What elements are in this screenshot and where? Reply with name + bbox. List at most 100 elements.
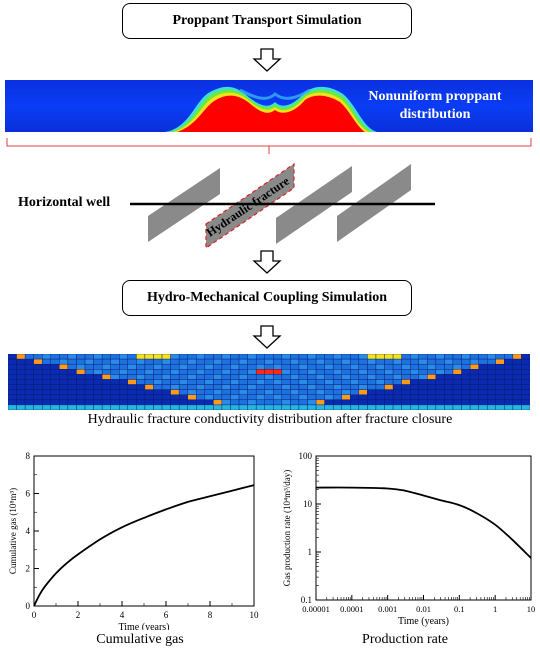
grid-cell <box>84 389 94 395</box>
grid-cell <box>358 358 368 365</box>
grid-cell <box>76 399 86 406</box>
grid-cell <box>401 404 411 410</box>
grid-cell <box>93 354 103 360</box>
grid-cell <box>136 369 146 375</box>
grid-cell <box>16 358 26 365</box>
grid-cell <box>495 384 505 390</box>
grid-cell <box>444 369 454 375</box>
grid-cell <box>136 358 146 365</box>
grid-cell <box>144 358 154 365</box>
grid-cell <box>264 384 274 390</box>
y-tick-label: 6 <box>26 489 31 499</box>
grid-cell <box>367 369 377 375</box>
grid-cell <box>144 404 154 410</box>
grid-cell <box>418 369 428 375</box>
grid-cell <box>204 379 214 385</box>
grid-cell <box>247 384 257 390</box>
grid-cell <box>161 394 171 401</box>
grid-cell <box>93 399 103 406</box>
grid-cell <box>153 399 163 406</box>
grid-cell <box>59 369 69 375</box>
grid-cell <box>8 354 17 360</box>
grid-cell <box>469 354 479 360</box>
grid-cell <box>110 399 120 406</box>
grid-cell <box>24 379 34 385</box>
grid-cell <box>298 404 308 410</box>
grid-cell <box>401 358 411 365</box>
y-axis-label: Cumulative gas (10⁸m³) <box>8 488 18 574</box>
grid-cell <box>478 404 488 410</box>
grid-cell <box>16 369 26 375</box>
grid-cell <box>50 399 60 406</box>
grid-cell <box>281 394 291 401</box>
well-label: Horizontal well <box>18 195 111 210</box>
grid-cell <box>110 354 120 360</box>
grid-cell <box>358 389 368 395</box>
grid-cell <box>452 354 462 360</box>
grid-cell <box>264 369 274 375</box>
x-tick-label: 0.001 <box>378 604 397 614</box>
grid-cell <box>427 399 437 406</box>
grid-cell <box>170 399 180 406</box>
grid-cell <box>8 404 17 410</box>
grid-cell <box>427 374 437 380</box>
grid-cell <box>204 389 214 395</box>
grid-cell <box>76 369 86 375</box>
grid-cell <box>8 379 17 385</box>
grid-cell <box>161 358 171 365</box>
grid-cell <box>504 363 514 370</box>
grid-cell <box>350 358 360 365</box>
grid-cell <box>255 404 265 410</box>
grid-cell <box>24 358 34 365</box>
grid-cell <box>101 374 111 380</box>
grid-cell <box>435 404 445 410</box>
grid-cell <box>33 394 43 401</box>
grid-cell <box>16 354 26 360</box>
grid-cell <box>247 389 257 395</box>
grid-cell <box>435 389 445 395</box>
grid-cell <box>332 374 342 380</box>
grid-cell <box>281 374 291 380</box>
grid-cell <box>16 363 26 370</box>
grid-cell <box>196 374 206 380</box>
grid-cell <box>281 369 291 375</box>
hydraulic-fracture-plane <box>205 162 295 250</box>
grid-cell <box>452 394 462 401</box>
grid-cell <box>307 379 317 385</box>
grid-cell <box>281 399 291 406</box>
grid-cell <box>521 379 530 385</box>
grid-cell <box>350 374 360 380</box>
grid-cell <box>153 363 163 370</box>
x-axis-label: Time (years) <box>398 616 449 627</box>
grid-cell <box>298 384 308 390</box>
grid-cell <box>204 369 214 375</box>
grid-cell <box>59 363 69 370</box>
grid-cell <box>67 394 77 401</box>
grid-cell <box>444 354 454 360</box>
grid-cell <box>101 394 111 401</box>
grid-cell <box>204 384 214 390</box>
grid-cell <box>315 379 325 385</box>
grid-cell <box>487 354 496 360</box>
grid-cell <box>375 404 385 410</box>
grid-cell <box>127 399 137 406</box>
grid-cell <box>392 379 402 385</box>
grid-cell <box>16 379 26 385</box>
grid-cell <box>427 379 437 385</box>
grid-cell <box>392 369 402 375</box>
grid-cell <box>144 363 154 370</box>
grid-cell <box>392 354 402 360</box>
x-tick-label: 2 <box>76 610 81 620</box>
grid-cell <box>452 384 462 390</box>
grid-cell <box>84 404 94 410</box>
grid-cell <box>281 379 291 385</box>
series-line <box>315 486 532 559</box>
grid-cell <box>384 358 394 365</box>
grid-cell <box>512 394 522 401</box>
grid-cell <box>196 354 206 360</box>
grid-cell <box>8 399 17 406</box>
grid-cell <box>170 384 180 390</box>
grid-cell <box>478 379 488 385</box>
grid-cell <box>187 369 197 375</box>
grid-cell <box>521 363 530 370</box>
